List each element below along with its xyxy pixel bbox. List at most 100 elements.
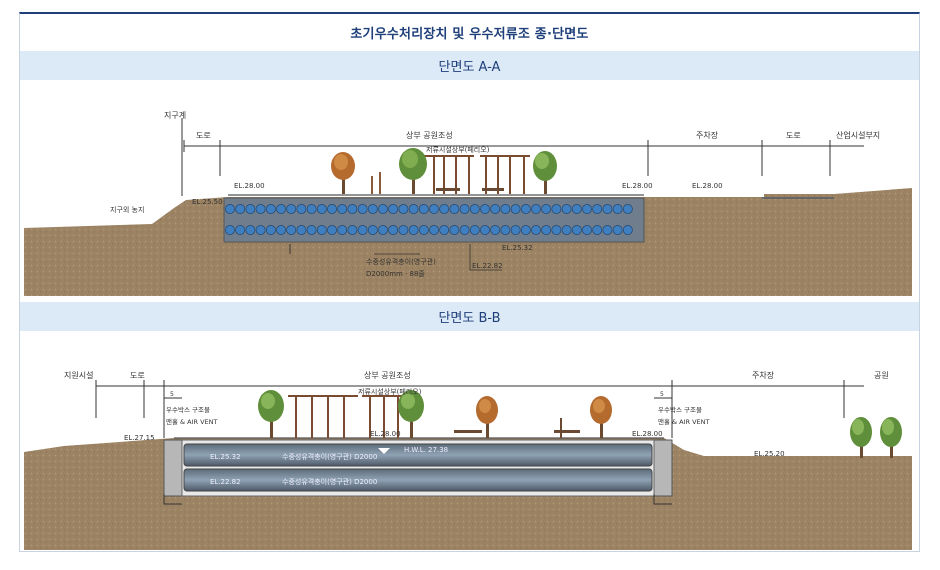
section-diagram-panel: 초기우수처리장치 및 우수저류조 종·단면도 단면도 A-A [19, 12, 920, 552]
pipe-circle [265, 225, 276, 235]
pipe-lower [183, 468, 653, 492]
pipe-circle [592, 225, 603, 235]
pipe-circle [500, 204, 511, 214]
pipe-circle [490, 225, 501, 235]
tree-icon [533, 151, 557, 194]
pipe-circle [245, 204, 256, 214]
pipe-circle [602, 204, 613, 214]
pipe-circle [592, 204, 603, 214]
label-pergola: 저류시설상부(페리오) [358, 387, 422, 396]
label-el-2550: EL.25.50 [192, 198, 223, 206]
label-el-2800-mid: EL.28.00 [622, 182, 653, 190]
bench-icon [436, 188, 504, 191]
tree-icon [590, 396, 612, 438]
pipe-circle [469, 225, 480, 235]
pipe-circle [286, 204, 297, 214]
label-vent-left: 맨홀 & AIR VENT [166, 417, 218, 426]
pipe-row-lower [225, 225, 633, 235]
pipe-circle [388, 204, 399, 214]
pipe-circle [316, 204, 327, 214]
pipe-circle [439, 204, 450, 214]
label-el-2715: EL.27.15 [124, 434, 155, 442]
label-industrial-site: 산업시설부지 [836, 130, 880, 140]
pipe-circle [337, 225, 348, 235]
flow-arrow-icon [378, 448, 390, 454]
leader-lines [374, 244, 502, 271]
pipe-circle [286, 225, 297, 235]
label-road-left: 도로 [196, 131, 211, 140]
pipe-circle [327, 204, 337, 214]
pipe-circle [510, 204, 521, 214]
tree-icon [850, 417, 872, 458]
pipe-circle [357, 225, 368, 235]
label-el-2282: EL.22.82 [210, 478, 241, 486]
rainwater-box-right [651, 439, 673, 497]
label-dim-right: 5 [660, 391, 664, 398]
bench-icon [454, 418, 580, 438]
section-a-drawing: 지구계 도로 상부 공원조성 저류시설상부(페리오) 주차장 도로 산업시설부지… [24, 84, 917, 296]
pipe-circle [571, 204, 582, 214]
pipe-circle [551, 204, 562, 214]
label-el-2532: EL.25.32 [502, 244, 533, 252]
pipe-circle [520, 225, 531, 235]
pipe-circle [306, 225, 317, 235]
pipe-circle [520, 204, 531, 214]
pipe-circle [561, 225, 572, 235]
rainwater-box-left [163, 439, 185, 497]
pipe-circle [531, 225, 541, 235]
pipe-circle [459, 204, 470, 214]
pipe-circle [235, 225, 246, 235]
pipe-circle [541, 204, 552, 214]
pipe-circle [378, 225, 388, 235]
tree-icon [399, 148, 427, 194]
pipe-upper [183, 443, 653, 467]
section-a-svg: 지구계 도로 상부 공원조성 저류시설상부(페리오) 주차장 도로 산업시설부지… [24, 110, 912, 296]
pipe-circle [255, 204, 266, 214]
tree-icon [880, 417, 902, 458]
label-hwl: H.W.L. 27.38 [404, 446, 448, 454]
pipe-circle [439, 225, 450, 235]
tree-icon [398, 390, 424, 438]
diagram-title-bar: 초기우수처리장치 및 우수저류조 종·단면도 [20, 14, 919, 52]
label-el-2532: EL.25.32 [210, 453, 241, 461]
pipe-circle [510, 225, 521, 235]
label-el-2800-left: EL.28.00 [370, 430, 401, 438]
pipe-circle [429, 204, 439, 214]
section-b-drawing: 지원시설 도로 상부 공원조성 저류시설상부(페리오) 주차장 공원 5 5 우… [24, 334, 917, 550]
dimension-ticks [95, 380, 845, 438]
section-b-svg: 지원시설 도로 상부 공원조성 저류시설상부(페리오) 주차장 공원 5 5 우… [24, 370, 912, 550]
pipe-circle [551, 225, 562, 235]
label-el-2800-right: EL.28.00 [692, 182, 723, 190]
pipe-circle [571, 225, 582, 235]
pipe-circle [480, 204, 490, 214]
pipe-circle [378, 204, 388, 214]
pipe-circle [316, 225, 327, 235]
pipe-circle [398, 204, 409, 214]
pipe-circle [612, 225, 623, 235]
pipe-circle [296, 204, 307, 214]
pipe-circle [582, 225, 592, 235]
section-a-header: 단면도 A-A [20, 51, 919, 80]
section-b-header: 단면도 B-B [20, 302, 919, 331]
pipe-circle [398, 225, 409, 235]
dimension-ticks [183, 140, 831, 176]
pipe-circle [408, 225, 419, 235]
pipe-circle [225, 204, 235, 214]
label-box-left: 우수박스 구조물 [166, 405, 210, 414]
pipe-circle [347, 225, 358, 235]
tree-icon [476, 396, 498, 438]
label-box-right: 우수박스 구조물 [658, 405, 702, 414]
pipe-row-upper [225, 204, 633, 214]
tree-icon [331, 152, 355, 194]
pipe-circle [612, 204, 623, 214]
label-upper-park: 상부 공원조성 [364, 370, 411, 380]
pipe-circle [388, 225, 399, 235]
label-outside-farmland: 지구외 농지 [110, 205, 144, 214]
label-parking: 주차장 [752, 370, 775, 380]
diagram-title: 초기우수처리장치 및 우수저류조 종·단면도 [350, 27, 589, 42]
pipe-circle [235, 204, 246, 214]
pipe-circle [480, 225, 490, 235]
pipe-circle [337, 204, 348, 214]
pipe-circle [418, 204, 429, 214]
pipe-circle [459, 225, 470, 235]
